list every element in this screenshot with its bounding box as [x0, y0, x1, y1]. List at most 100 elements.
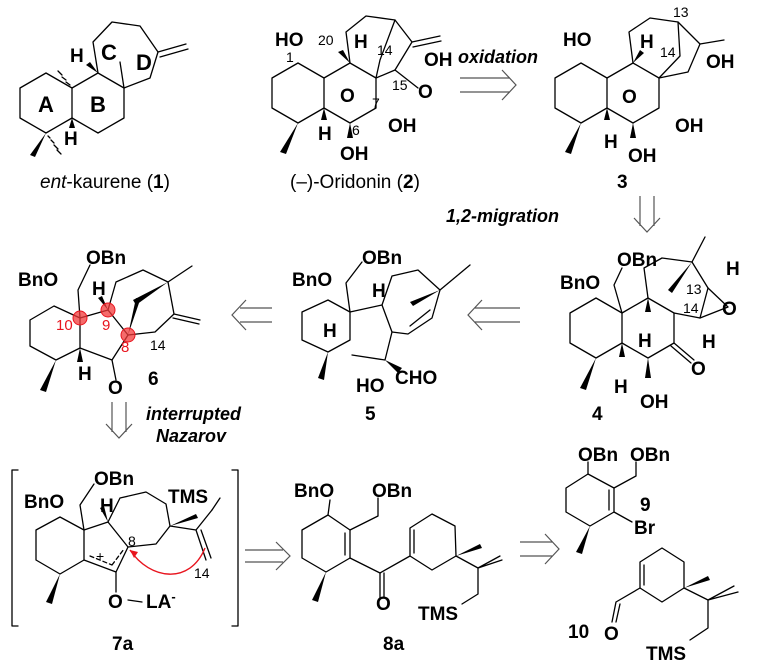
atom-obn: OBn — [362, 248, 402, 269]
bond-lines — [77, 264, 91, 319]
stereo-wedge-bond — [630, 123, 636, 138]
locant-8: 8 — [121, 339, 129, 356]
stereo-wedge-bond — [410, 290, 440, 306]
atom-h-13: H — [726, 259, 740, 280]
text-span: - — [171, 589, 175, 604]
bond-lines — [169, 509, 213, 561]
atom-o-aldehyde: O — [604, 624, 619, 645]
bond-lines — [47, 135, 62, 155]
locant-13: 13 — [673, 4, 689, 20]
atom-lewis-acid: LA- — [146, 589, 176, 614]
atom-oh-6: OH — [640, 392, 669, 413]
stereo-wedge-bond — [645, 298, 651, 312]
compound-6-label: 6 — [148, 369, 159, 390]
curved-arrow-electron-push — [129, 547, 206, 575]
atom-oh-15: OH — [424, 50, 453, 71]
atom-obn: OBn — [372, 481, 412, 502]
atom-oh-6: OH — [340, 144, 369, 165]
retro-arrow-7a-to-8a — [245, 541, 291, 571]
bond-lines — [554, 62, 608, 124]
bond-lines — [71, 72, 125, 134]
stereo-wedge-bond — [565, 123, 581, 154]
compound-3: HO OH O OH OH H H 13 14 3 — [554, 4, 735, 193]
compound-8a: BnO OBn O TMS 8a — [294, 481, 503, 655]
atom-h-9: H — [640, 32, 654, 53]
atom-h-5: H — [318, 124, 332, 145]
atom-o-enolate: O — [108, 592, 123, 613]
stereo-wedge-bond — [633, 50, 644, 63]
bond-lines — [327, 499, 331, 516]
atom-h-9: H — [70, 46, 84, 67]
bond-lines — [565, 473, 615, 527]
bond-lines — [92, 21, 159, 89]
stereo-wedge-bond — [318, 352, 328, 380]
bond-lines — [613, 511, 633, 523]
ring-label-d: D — [136, 50, 152, 75]
bond-lines — [271, 62, 325, 124]
bond-lines — [35, 516, 85, 575]
step-label-1-2-migration: 1,2-migration — [446, 206, 559, 226]
atom-oh-7: OH — [388, 116, 417, 137]
bond-lines — [683, 585, 739, 641]
ring-label-a: A — [38, 92, 54, 117]
retro-arrow-oxidation: oxidation — [458, 47, 538, 101]
atom-bno: BnO — [294, 481, 334, 502]
atom-h-5: H — [614, 377, 628, 398]
stereo-wedge-bond — [69, 118, 75, 128]
atom-obn-2: OBn — [630, 445, 670, 466]
bond-lines — [611, 587, 641, 623]
stereo-wedge-bond — [128, 298, 140, 335]
bond-lines — [345, 261, 363, 313]
compound-10-label: 10 — [568, 622, 589, 643]
step-label-oxidation: oxidation — [458, 47, 538, 67]
compound-1-caption: ent-kaurene (1) — [40, 172, 170, 193]
locant-14: 14 — [150, 337, 166, 353]
bond-lines — [639, 547, 685, 603]
locant-14: 14 — [683, 300, 699, 316]
stereo-wedge-bond — [86, 62, 98, 73]
atom-ho-1: HO — [563, 30, 592, 51]
atom-o-ketone: O — [691, 359, 706, 380]
bond-lines — [211, 497, 221, 511]
text-span: LA — [146, 592, 172, 613]
locant-1: 1 — [286, 49, 294, 65]
bond-lines — [323, 62, 377, 124]
bond-lines — [439, 264, 471, 291]
retro-arrow-5-to-6 — [231, 299, 272, 331]
atom-cho: CHO — [395, 368, 437, 389]
bond-lines — [105, 402, 133, 439]
bond-lines — [699, 39, 725, 45]
atom-o-ether: O — [622, 87, 637, 108]
bond-lines — [613, 267, 623, 314]
text-span: 2 — [403, 172, 414, 193]
locant-14: 14 — [660, 44, 676, 60]
atom-oh-15: OH — [706, 52, 735, 73]
text-span: ) — [164, 172, 170, 193]
stereo-wedge-bond — [321, 108, 327, 120]
bond-lines — [460, 69, 517, 101]
atom-oh-6: OH — [628, 146, 657, 167]
bond-lines — [157, 43, 189, 58]
atom-ho: HO — [356, 376, 385, 397]
atom-h-14: H — [702, 332, 716, 353]
atom-o-ether: O — [340, 86, 355, 107]
bond-lines — [349, 304, 393, 361]
retro-arrow-8a-to-9-10 — [520, 533, 560, 565]
atom-o-ketone: O — [108, 378, 123, 399]
atom-o-epoxide: O — [722, 299, 737, 320]
locant-7: 7 — [372, 95, 380, 111]
atom-ho-1: HO — [275, 30, 304, 51]
atom-obn-1: OBn — [578, 445, 618, 466]
bond-lines — [455, 555, 503, 605]
bracket-right — [231, 469, 239, 627]
locant-14: 14 — [377, 42, 393, 58]
bond-lines — [633, 196, 661, 233]
bond-lines — [107, 491, 171, 548]
compound-7a-label: 7a — [112, 634, 134, 655]
cation-charge: + — [96, 548, 104, 564]
compound-6: BnO OBn H H O 14 10 9 8 6 — [18, 248, 201, 399]
step-label-nazarov: Nazarov — [156, 426, 227, 446]
retro-arrow-1-2-migration: 1,2-migration — [446, 196, 661, 233]
locant-10: 10 — [56, 317, 73, 334]
atom-bno: BnO — [560, 273, 600, 294]
